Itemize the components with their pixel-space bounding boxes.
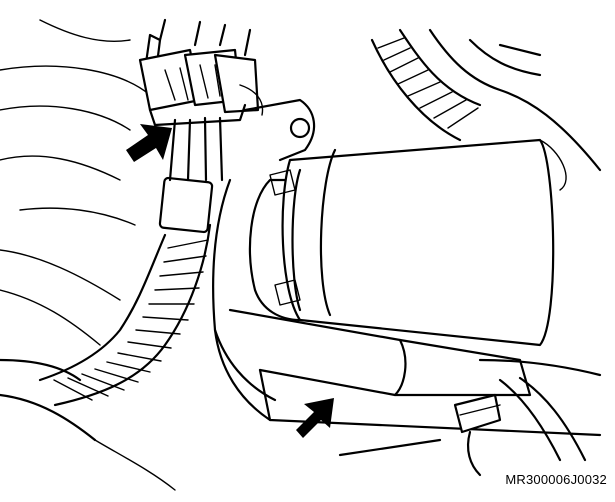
arrow-icon	[126, 124, 172, 162]
arrow-icon	[296, 398, 334, 438]
figure-code: MR300006J0032	[505, 472, 607, 487]
connector-cluster	[138, 18, 264, 182]
actuator-body	[248, 138, 567, 347]
cable-tie	[453, 393, 502, 477]
harness-conduit-left	[38, 176, 214, 407]
body-panel-contours	[0, 19, 176, 491]
harness-top-right	[370, 28, 602, 172]
mounting-bracket	[212, 98, 316, 422]
lower-support	[228, 308, 602, 462]
